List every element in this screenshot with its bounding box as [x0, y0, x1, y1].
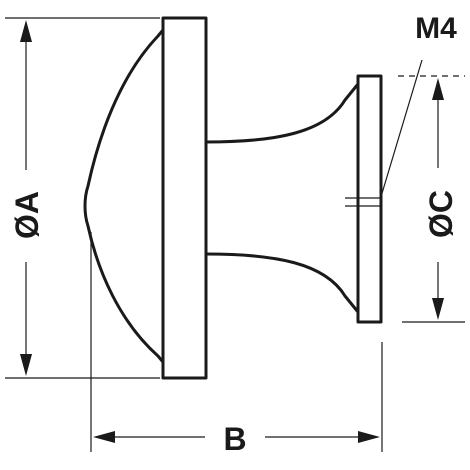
dimension-diameter-a: ØA — [5, 17, 160, 379]
knob-head-plate — [161, 16, 208, 380]
dimension-diameter-c: ØC — [398, 75, 465, 323]
thread-leader-line — [379, 59, 423, 201]
dimension-label-c: ØC — [423, 190, 459, 238]
arrow-a-top — [20, 20, 32, 42]
arrow-b-left — [93, 431, 115, 443]
knob-base-flange — [356, 74, 383, 324]
knob-dome-profile — [83, 29, 165, 363]
dimension-length-b: B — [90, 232, 383, 457]
knob-neck-profile — [205, 83, 360, 313]
arrow-b-right — [358, 431, 380, 443]
dimension-label-b: B — [223, 421, 246, 457]
arrow-a-bottom — [20, 354, 32, 376]
arrow-c-bottom — [432, 298, 444, 320]
dimension-label-a: ØA — [9, 191, 45, 239]
thread-callout: M4 — [379, 12, 457, 201]
arrow-c-top — [432, 78, 444, 100]
thread-label-m4: M4 — [415, 12, 457, 45]
